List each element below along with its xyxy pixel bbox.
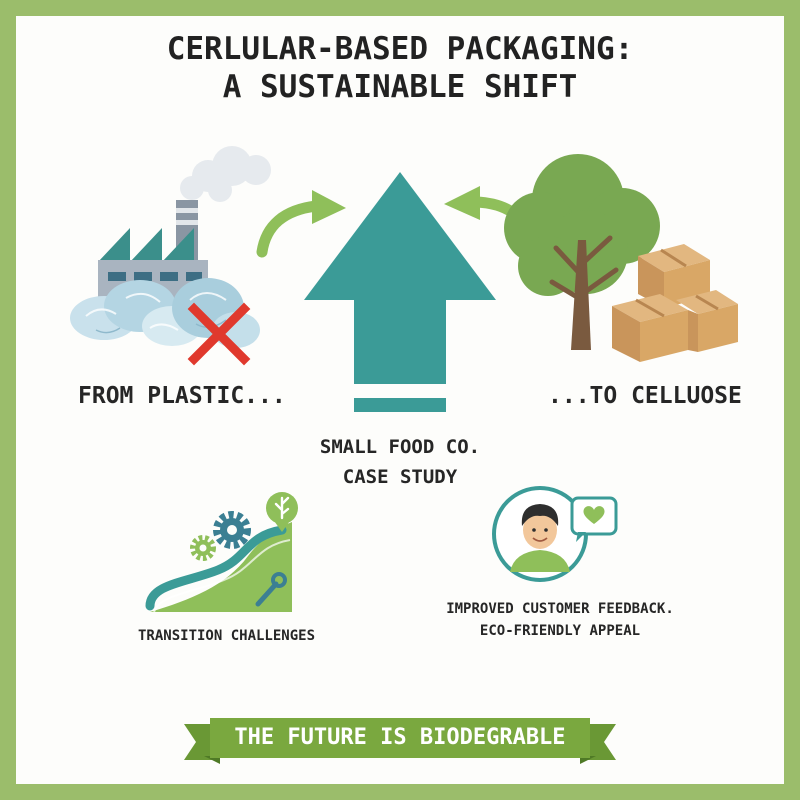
- from-plastic-label: FROM PLASTIC...: [78, 383, 286, 409]
- gear-large-icon: [213, 511, 251, 549]
- customer-heart-icon: [492, 486, 618, 582]
- wrench-icon: [255, 572, 287, 607]
- customer-feedback-label: IMPROVED CUSTOMER FEEDBACK. ECO-FRIENDLY…: [415, 598, 705, 642]
- case-study-line-1: SMALL FOOD CO.: [319, 436, 481, 458]
- no-plastic-cross-icon: [187, 302, 251, 366]
- gears-hill-icon: [145, 492, 298, 613]
- leaf-pin-icon: [266, 492, 298, 532]
- cardboard-boxes-icon: [612, 244, 738, 362]
- feedback-line-1: IMPROVED CUSTOMER FEEDBACK.: [446, 601, 674, 617]
- tree-icon: [504, 154, 660, 350]
- plastic-bags-icon: [70, 278, 260, 348]
- smoke-cloud-icon: [180, 146, 271, 202]
- banner-text: THE FUTURE IS BIODEGRABLE: [234, 725, 566, 750]
- curved-arrow-left-icon: [256, 190, 346, 258]
- case-study-line-2: CASE STUDY: [342, 466, 458, 488]
- future-banner: [184, 718, 616, 764]
- tree-boxes-icon: [504, 154, 738, 362]
- factory-plastic-icon: [70, 146, 271, 366]
- gear-small-icon: [190, 535, 216, 561]
- transition-challenges-label: TRANSITION CHALLENGES: [138, 628, 316, 644]
- page-title: CERLULAR-BASED PACKAGING: A SUSTAINABLE …: [0, 30, 800, 106]
- title-line-2: A SUSTAINABLE SHIFT: [222, 69, 578, 105]
- case-study-label: SMALL FOOD CO. CASE STUDY: [300, 432, 500, 492]
- to-cellulose-label: ...TO CELLUOSE: [548, 383, 742, 409]
- up-arrow-icon: [304, 172, 496, 412]
- title-line-1: CERLULAR-BASED PACKAGING:: [166, 31, 634, 67]
- feedback-line-2: ECO-FRIENDLY APPEAL: [479, 623, 641, 639]
- heart-speech-bubble-icon: [570, 496, 618, 542]
